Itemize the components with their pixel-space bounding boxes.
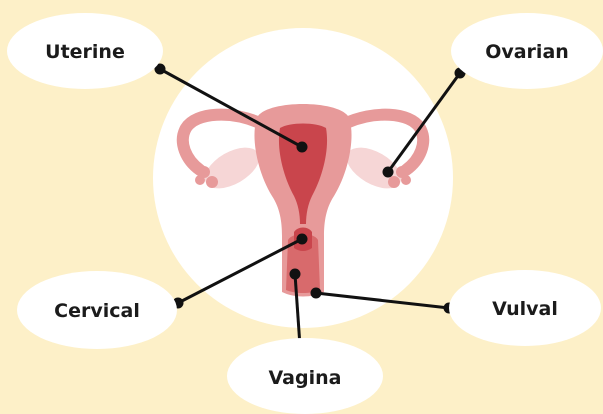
cervical-label: Cervical xyxy=(54,300,140,322)
cervical-dot-inner xyxy=(297,234,308,245)
vagina-label: Vagina xyxy=(269,367,342,389)
vagina-dot-inner xyxy=(290,269,301,280)
ovarian-dot-inner xyxy=(383,167,394,178)
label-ovarian: Ovarian xyxy=(451,13,603,89)
uterine-label: Uterine xyxy=(45,41,125,63)
vulval-dot-inner xyxy=(311,288,322,299)
ovarian-label: Ovarian xyxy=(485,41,569,63)
vulval-label: Vulval xyxy=(492,298,558,320)
uterine-dot-inner xyxy=(297,142,308,153)
label-vulval: Vulval xyxy=(449,270,601,346)
label-uterine: Uterine xyxy=(7,13,163,89)
label-vagina: Vagina xyxy=(227,338,383,414)
label-cervical: Cervical xyxy=(17,271,177,349)
